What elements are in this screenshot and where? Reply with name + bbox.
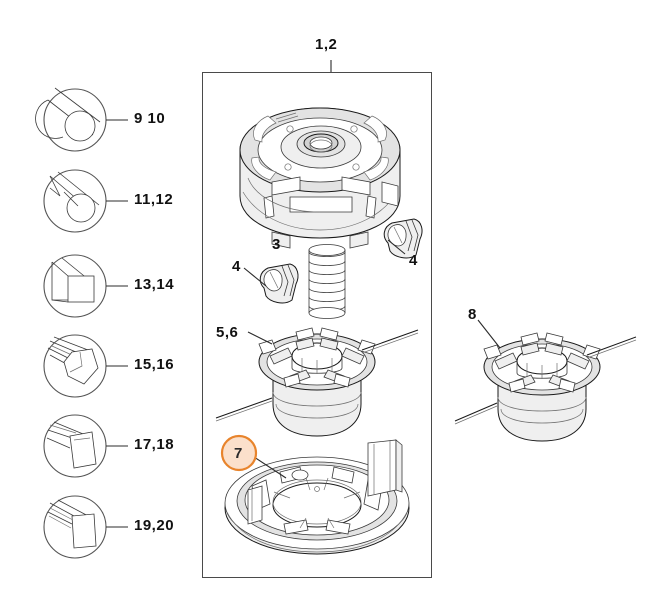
highlight-badge-label[interactable]: 7	[234, 445, 243, 462]
part-eyelet-left	[259, 263, 299, 304]
callout-circle-square-edge	[43, 495, 107, 559]
callout-label-13-14: 13,14	[134, 276, 175, 293]
part-spool-assembly	[215, 327, 419, 437]
callout-circle-square	[43, 254, 107, 318]
callout-label-19-20: 19,20	[134, 517, 175, 534]
part-housing-cover	[239, 107, 401, 249]
part-base-housing	[224, 439, 410, 555]
part-label-8: 8	[468, 306, 477, 323]
callout-circle-star	[43, 334, 107, 398]
leader-4-left	[243, 267, 267, 287]
part-spring	[308, 244, 346, 319]
part-eyelet-right	[383, 218, 423, 259]
part-label-4-right: 4	[409, 252, 418, 269]
leader-8	[477, 319, 501, 349]
part-label-5-6: 5,6	[216, 324, 239, 341]
part-label-4-left: 4	[232, 258, 241, 275]
callout-circle-round	[35, 87, 107, 152]
part-label-1-2: 1,2	[315, 36, 338, 53]
callout-label-9-10: 9 10	[134, 110, 166, 127]
leader-5-6	[247, 331, 273, 345]
leader-4-right	[387, 239, 406, 255]
callout-circle-round-notched	[43, 169, 107, 233]
part-label-3: 3	[272, 236, 281, 253]
callout-label-11-12: 11,12	[134, 191, 174, 208]
highlight-badge-circle	[220, 434, 258, 472]
callout-circle-square-ribbed	[43, 414, 107, 478]
callout-label-15-16: 15,16	[134, 356, 175, 373]
callout-label-17-18: 17,18	[134, 436, 175, 453]
leader-7	[253, 456, 287, 479]
part-spool-alt	[454, 332, 637, 442]
